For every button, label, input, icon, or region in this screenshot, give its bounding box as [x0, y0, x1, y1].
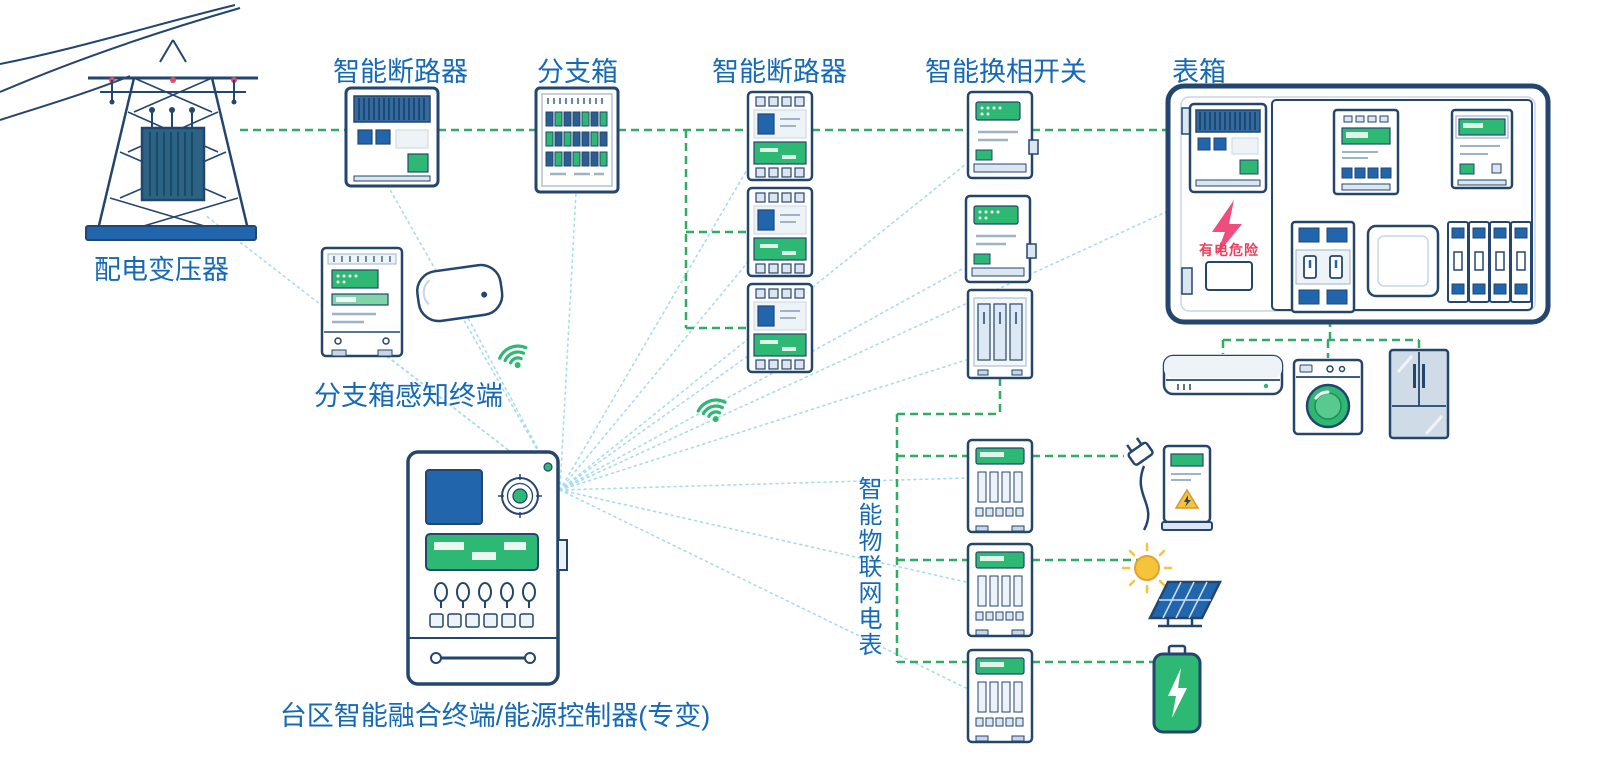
phase-switch-column	[964, 90, 1040, 380]
mccb-stack	[746, 90, 814, 374]
label-fusion-terminal: 台区智能融合终端/能源控制器(专变)	[279, 701, 711, 731]
phase-switch-meter-2	[964, 194, 1038, 284]
ev-plug	[1126, 437, 1154, 531]
label-danger-warning: 有电危险	[1199, 242, 1259, 258]
label-transformer: 配电变压器	[94, 255, 229, 285]
label-meter-box: 表箱	[1172, 57, 1226, 87]
refrigerator	[1388, 348, 1450, 440]
meter-box-main-breaker	[1188, 102, 1268, 194]
meter-box-mini-breaker-row	[1447, 221, 1532, 303]
branch-box-device	[534, 86, 620, 194]
danger-lightning-icon	[1212, 200, 1242, 256]
transformer-tower	[0, 4, 258, 241]
smart-breaker-device-1	[344, 86, 440, 188]
iot-meter-1	[966, 438, 1034, 534]
bus-lines-green	[240, 128, 1421, 664]
phase-switch-bank	[966, 288, 1034, 380]
label-smart-breaker-1: 智能断路器	[333, 57, 468, 87]
label-branch-sensor-terminal: 分支箱感知终端	[314, 381, 503, 411]
branch-sensor-meter	[320, 246, 404, 358]
fusion-terminal-device	[406, 450, 568, 686]
battery-icon	[1152, 644, 1202, 734]
solar-panel	[1147, 580, 1223, 628]
meter-box-two-pole-breaker	[1290, 220, 1356, 314]
label-smart-breaker-2: 智能断路器	[712, 57, 847, 87]
phase-switch-meter-1	[966, 90, 1040, 180]
ev-charging-station	[1161, 444, 1213, 531]
label-branch-box: 分支箱	[537, 57, 618, 87]
iot-meter-column	[966, 438, 1034, 744]
meter-box-meter-2	[1450, 108, 1514, 190]
branch-sensor-clamp	[415, 263, 504, 323]
washing-machine	[1292, 358, 1364, 436]
label-iot-meter: 智能物联网电表	[854, 476, 881, 658]
meter-box-meter-1	[1332, 108, 1400, 196]
iot-meter-3	[966, 648, 1034, 744]
wifi-icon-1	[495, 340, 534, 375]
air-conditioner	[1162, 354, 1284, 396]
label-phase-switch: 智能换相开关	[925, 57, 1087, 87]
meter-box	[1165, 83, 1551, 325]
sun-icon	[1121, 542, 1173, 594]
mccb-2	[746, 186, 814, 278]
meter-box-blank-plate	[1366, 224, 1440, 298]
mccb-3	[746, 282, 814, 374]
mccb-1	[746, 90, 814, 182]
iot-meter-2	[966, 542, 1034, 638]
meter-box-name-plate	[1205, 261, 1253, 291]
